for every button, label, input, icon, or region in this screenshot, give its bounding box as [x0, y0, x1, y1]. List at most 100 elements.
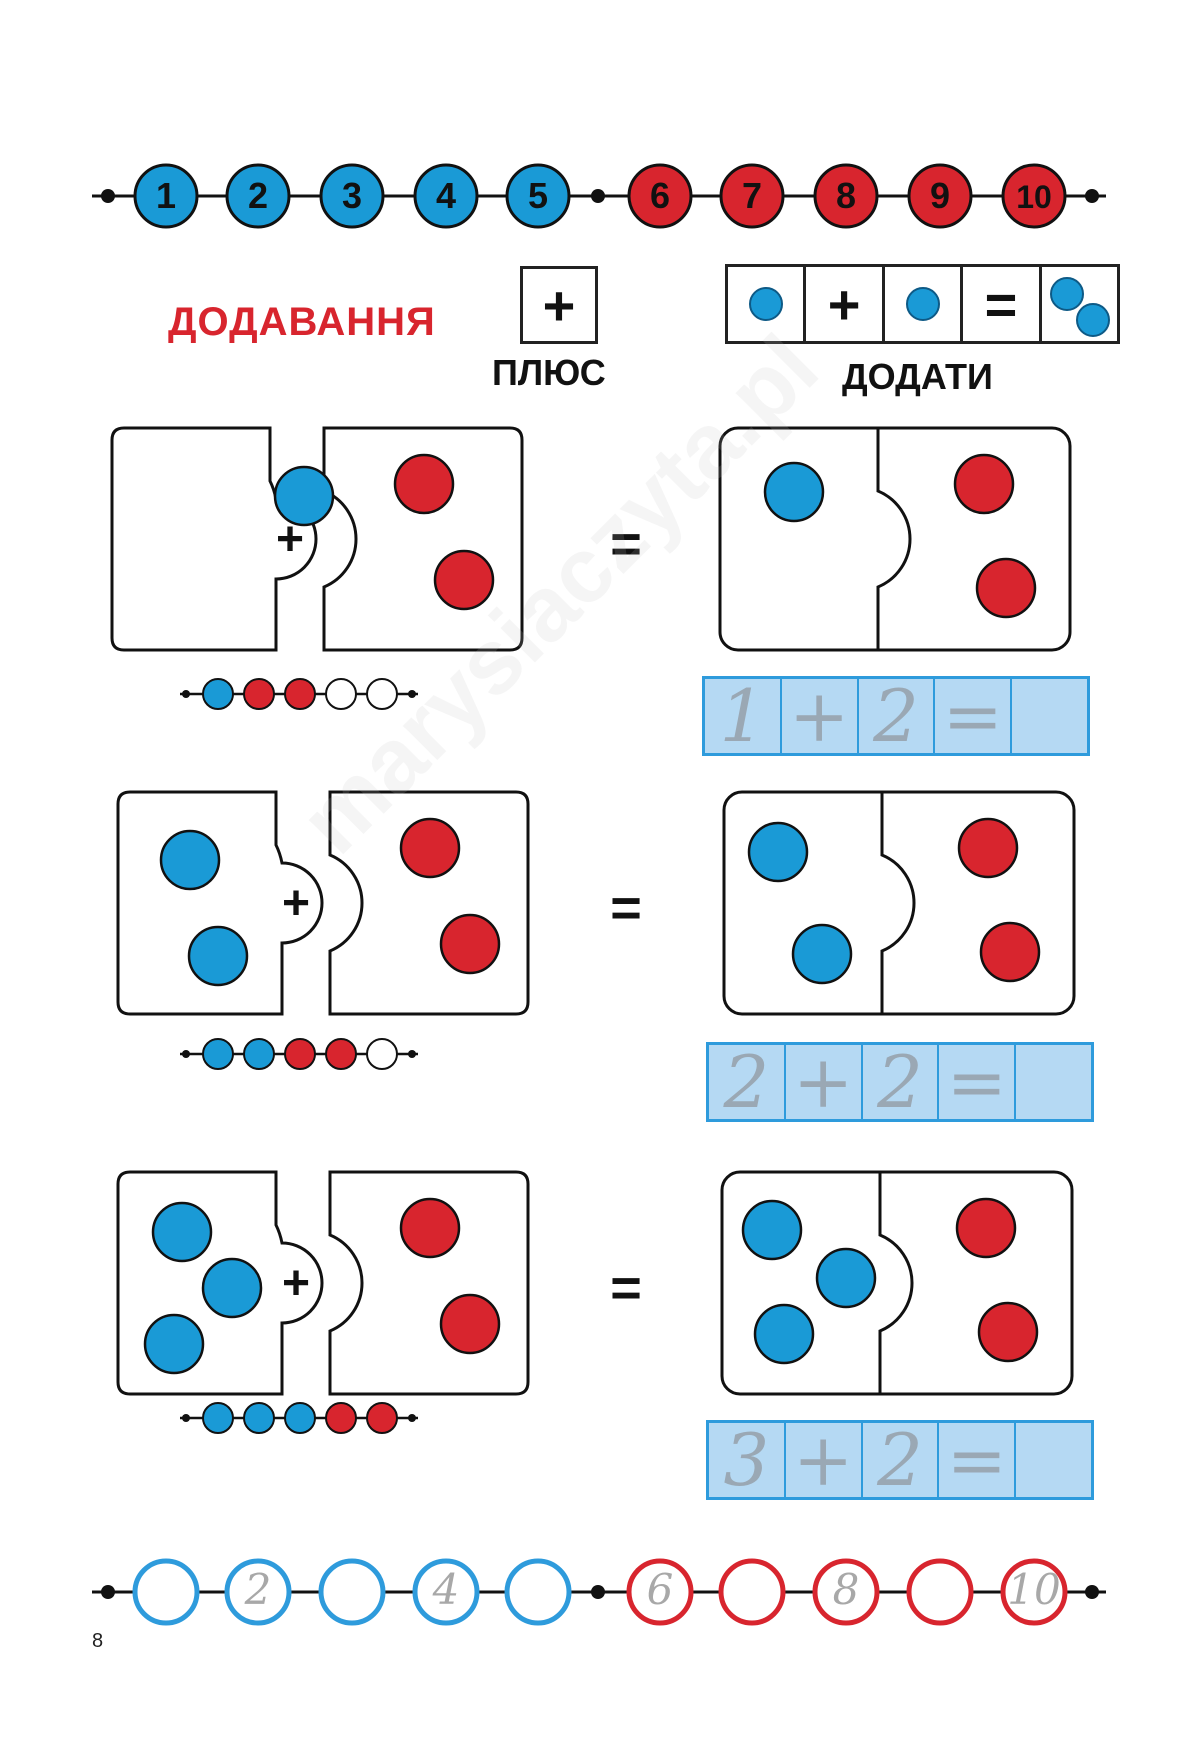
red-counter: [433, 549, 495, 611]
trace-strip-3[interactable]: 3 + 2 =: [706, 1418, 1094, 1502]
bead-number: 1: [156, 175, 176, 216]
number-bead[interactable]: [906, 1558, 974, 1626]
number-bead: [133, 163, 199, 229]
trace-cell[interactable]: 3: [709, 1418, 786, 1502]
line-dot: [591, 1585, 605, 1599]
trace-cell[interactable]: 1: [705, 674, 782, 758]
counting-bead: [325, 1038, 357, 1070]
bead-number: 5: [528, 175, 548, 216]
bead-number: 7: [742, 175, 762, 216]
blue-counter: [815, 1247, 877, 1309]
trace-strip-1[interactable]: 1 + 2 =: [702, 674, 1090, 758]
blue-counter: [791, 923, 853, 985]
trace-strip-2[interactable]: 2 + 2 =: [706, 1040, 1094, 1124]
trace-cell[interactable]: 2: [863, 1418, 940, 1502]
example-cell-result: [1042, 267, 1117, 341]
blue-dot: [1075, 303, 1110, 337]
blue-counter: [273, 465, 335, 527]
trace-cell[interactable]: +: [786, 1040, 863, 1124]
number-bead: [505, 163, 571, 229]
number-bead[interactable]: [812, 1558, 880, 1626]
plus-label: ПЛЮС: [492, 352, 606, 393]
line-dot: [182, 1414, 190, 1422]
blue-dot: [1049, 277, 1084, 311]
bead-number: 10: [1007, 1565, 1060, 1614]
example-cell-dot-1: [728, 267, 807, 341]
number-bead: [1001, 163, 1067, 229]
trace-cell[interactable]: =: [935, 674, 1013, 758]
counting-bead: [202, 678, 234, 710]
puzzle-left-piece: [116, 790, 324, 1016]
line-dot: [1085, 189, 1099, 203]
red-counter: [399, 817, 461, 879]
blue-dot: [905, 287, 940, 321]
counting-bead: [366, 678, 398, 710]
equals-sign: =: [984, 272, 1018, 336]
plus-sign: +: [282, 1257, 310, 1310]
red-counter: [957, 817, 1019, 879]
trace-cell[interactable]: 2: [709, 1040, 786, 1124]
number-bead[interactable]: [718, 1558, 786, 1626]
number-bead[interactable]: [626, 1558, 694, 1626]
line-dot: [408, 1414, 416, 1422]
line-dot: [101, 1585, 115, 1599]
number-bead: [627, 163, 693, 229]
number-bead: [319, 163, 385, 229]
bead-number: 9: [930, 175, 950, 216]
red-counter: [393, 453, 455, 515]
number-bead: [813, 163, 879, 229]
line-dot: [591, 189, 605, 203]
trace-cell[interactable]: =: [939, 1418, 1017, 1502]
answer-cell[interactable]: [1012, 679, 1087, 753]
number-bead[interactable]: [412, 1558, 480, 1626]
puzzle-pieces-separated: +: [116, 1170, 530, 1396]
counting-bead: [202, 1402, 234, 1434]
line-dot: [182, 690, 190, 698]
line-dot: [101, 189, 115, 203]
puzzle-right-piece: [328, 790, 530, 1016]
equals-sign: =: [610, 1258, 642, 1318]
example-cell-plus: +: [806, 267, 885, 341]
puzzle-frame: [722, 790, 1076, 1016]
puzzle-pieces-joined: [722, 790, 1076, 1016]
trace-cell[interactable]: =: [939, 1040, 1017, 1124]
bead-number: 8: [836, 175, 856, 216]
blue-counter: [753, 1303, 815, 1365]
number-bead[interactable]: [504, 1558, 572, 1626]
blue-counter: [763, 461, 825, 523]
trace-cell[interactable]: +: [782, 674, 859, 758]
puzzle-seam: [880, 792, 916, 1014]
counting-bead: [284, 1402, 316, 1434]
example-cell-dot-2: [885, 267, 964, 341]
counting-bead: [366, 1402, 398, 1434]
counting-bead: [366, 1038, 398, 1070]
counting-bead: [202, 1038, 234, 1070]
bead-number: 2: [244, 1565, 272, 1614]
puzzle-pieces-joined: [720, 1170, 1074, 1396]
bead-number: 4: [432, 1565, 460, 1614]
puzzle-frame: [720, 1170, 1074, 1396]
number-bead: [907, 163, 973, 229]
puzzle-pieces-separated: +: [116, 790, 530, 1016]
puzzle-seam: [876, 428, 912, 650]
number-bead[interactable]: [1000, 1558, 1068, 1626]
number-bead[interactable]: [224, 1558, 292, 1626]
counting-bead: [325, 1402, 357, 1434]
number-bead[interactable]: [132, 1558, 200, 1626]
puzzle-right-piece: [328, 1170, 530, 1396]
trace-cell[interactable]: 2: [859, 674, 936, 758]
puzzle-seam: [878, 1172, 914, 1394]
trace-cell[interactable]: 2: [863, 1040, 940, 1124]
counting-bead: [284, 1038, 316, 1070]
counting-bead: [243, 1402, 275, 1434]
trace-cell[interactable]: +: [786, 1418, 863, 1502]
answer-cell[interactable]: [1016, 1045, 1091, 1119]
answer-cell[interactable]: [1016, 1423, 1091, 1497]
number-bead[interactable]: [318, 1558, 386, 1626]
red-counter: [399, 1197, 461, 1259]
bead-number: 6: [650, 175, 670, 216]
puzzle-frame: [718, 426, 1072, 652]
